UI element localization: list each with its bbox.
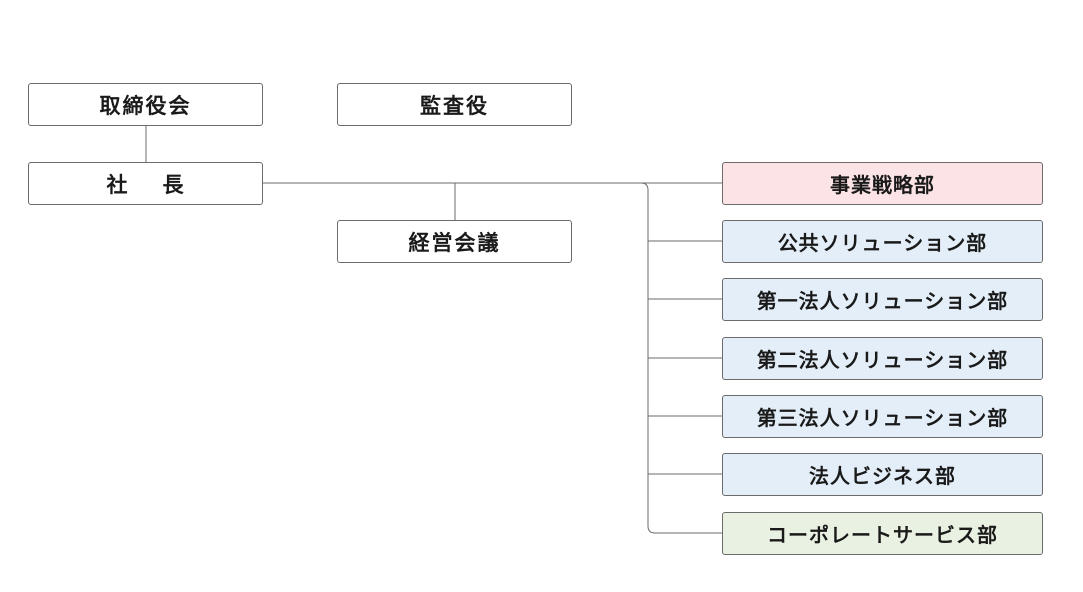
president-box: 社 長 xyxy=(28,162,263,205)
president-label-b: 長 xyxy=(162,172,185,197)
auditor-label: 監査役 xyxy=(420,93,489,118)
board-of-directors-box: 取締役会 xyxy=(28,83,263,126)
top-corner-connector xyxy=(640,182,649,191)
department-box-strategy: 事業戦略部 xyxy=(722,162,1043,205)
department-label: 第二法人ソリューション部 xyxy=(756,348,1009,372)
president-label-a: 社 xyxy=(106,172,129,197)
department-label: 公共ソリューション部 xyxy=(777,231,988,255)
auditor-box: 監査役 xyxy=(337,83,572,126)
bottom-corner-connector xyxy=(647,525,656,534)
department-box-corporate-solutions-1: 第一法人ソリューション部 xyxy=(722,278,1043,321)
department-box-corporate-business: 法人ビジネス部 xyxy=(722,453,1043,496)
management-meeting-label: 経営会議 xyxy=(408,230,501,255)
department-box-corporate-solutions-3: 第三法人ソリューション部 xyxy=(722,395,1043,438)
department-label: 事業戦略部 xyxy=(830,173,935,197)
department-box-corporate-solutions-2: 第二法人ソリューション部 xyxy=(722,337,1043,380)
management-meeting-box: 経営会議 xyxy=(337,220,572,263)
department-box-public-solutions: 公共ソリューション部 xyxy=(722,220,1043,263)
department-label: コーポレートサービス部 xyxy=(767,523,998,547)
department-label: 第一法人ソリューション部 xyxy=(756,289,1009,313)
board-label: 取締役会 xyxy=(99,93,192,118)
department-box-corporate-services: コーポレートサービス部 xyxy=(722,512,1043,555)
department-label: 法人ビジネス部 xyxy=(809,464,956,488)
department-label: 第三法人ソリューション部 xyxy=(756,406,1009,430)
